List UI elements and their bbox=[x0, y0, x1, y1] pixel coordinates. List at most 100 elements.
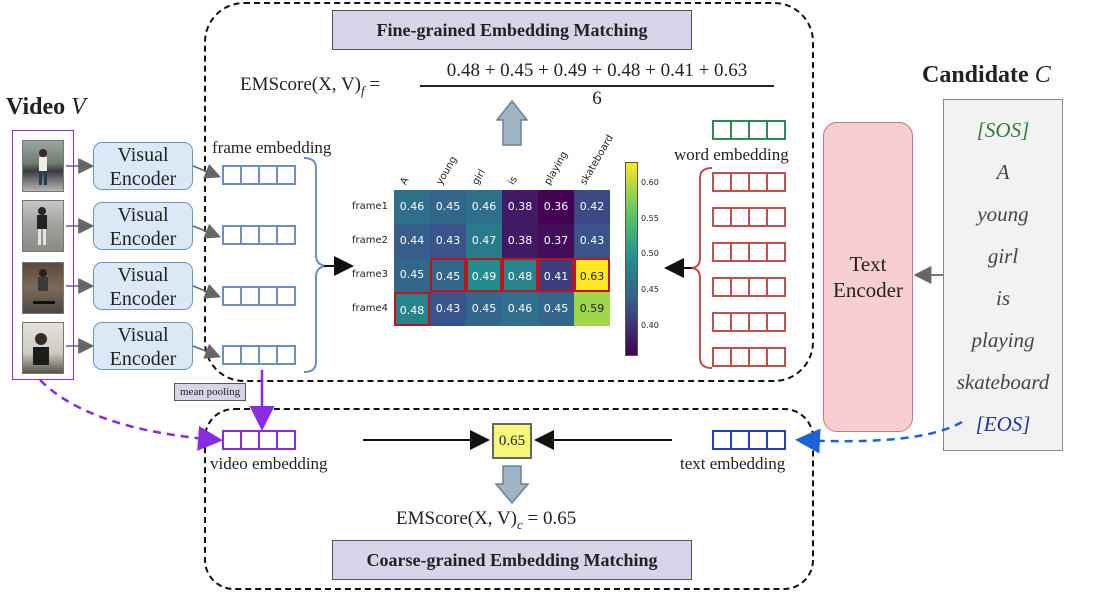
word-embedding-top bbox=[712, 120, 786, 140]
colorbar-tick-2: 0.55 bbox=[641, 213, 659, 223]
heatmap-col-label-4: is bbox=[506, 174, 520, 187]
fine-grained-title: Fine-grained Embedding Matching bbox=[332, 10, 692, 50]
heatmap-cell-r4-c2: 0.43 bbox=[430, 292, 466, 326]
fine-grained-region bbox=[204, 2, 814, 382]
heatmap-cell-r1-c4: 0.38 bbox=[502, 190, 538, 224]
visual-encoder-2-line1: Visual bbox=[117, 204, 169, 226]
word-embedding-label: word embedding bbox=[674, 145, 789, 164]
video-embedding bbox=[222, 430, 296, 450]
coarse-formula-rhs: = 0.65 bbox=[522, 508, 577, 529]
heatmap-row-label-4: frame4 bbox=[351, 303, 388, 314]
video-frame-3-image bbox=[22, 262, 64, 314]
frame-embedding-2 bbox=[222, 225, 296, 245]
heatmap-col-label-5: playing bbox=[542, 149, 571, 187]
heatmap-cell-r1-c5: 0.36 bbox=[538, 190, 574, 224]
heatmap-col-label-2: young bbox=[434, 154, 460, 187]
word-embedding-2 bbox=[712, 207, 786, 227]
candidate-token-girl: girl bbox=[987, 244, 1019, 268]
heatmap-cell-r3-c6: 0.63 bbox=[574, 258, 610, 292]
heatmap-cell-r4-c6: 0.59 bbox=[574, 292, 610, 326]
heatmap-row-label-1: frame1 bbox=[351, 201, 388, 212]
video-var: V bbox=[71, 94, 86, 120]
heatmap-row-label-2: frame2 bbox=[351, 235, 388, 246]
heatmap-cell-r1-c1: 0.46 bbox=[394, 190, 430, 224]
candidate-token-playing: playing bbox=[971, 328, 1035, 352]
heatmap-cell-r2-c3: 0.47 bbox=[466, 224, 502, 258]
text-embedding bbox=[712, 430, 786, 450]
heatmap-cell-r4-c1: 0.48 bbox=[394, 292, 430, 326]
heatmap-cell-r1-c2: 0.45 bbox=[430, 190, 466, 224]
text-embedding-label: text embedding bbox=[680, 454, 786, 473]
candidate-title: Candidate C bbox=[922, 62, 1051, 89]
heatmap-cell-r1-c3: 0.46 bbox=[466, 190, 502, 224]
coarse-formula-lhs: EMScore(X, V) bbox=[396, 508, 518, 529]
frame-embedding-3 bbox=[222, 286, 296, 306]
fine-formula-denominator: 6 bbox=[592, 88, 602, 109]
coarse-emscore-formula: EMScore(X, V)c = 0.65 bbox=[396, 508, 576, 533]
video-frame-1-image bbox=[22, 140, 64, 192]
fine-emscore-formula: EMScore(X, V)f = 0.48 + 0.45 + 0.49 + 0.… bbox=[240, 60, 790, 110]
heatmap-cell-r1-c6: 0.42 bbox=[574, 190, 610, 224]
colorbar-tick-3: 0.50 bbox=[641, 249, 659, 259]
video-embedding-label: video embedding bbox=[210, 454, 328, 473]
heatmap-col-label-3: girl bbox=[470, 167, 489, 187]
text-encoder-line1: Text bbox=[849, 252, 887, 276]
colorbar-tick-4: 0.45 bbox=[641, 285, 659, 294]
heatmap-cell-r3-c5: 0.41 bbox=[538, 258, 574, 292]
visual-encoder-3-line1: Visual bbox=[117, 264, 169, 286]
heatmap-cell-r4-c5: 0.45 bbox=[538, 292, 574, 326]
heatmap-cell-r2-c5: 0.37 bbox=[538, 224, 574, 258]
heatmap-cell-r3-c4: 0.48 bbox=[502, 258, 538, 292]
fine-formula-eq: = bbox=[364, 74, 381, 95]
heatmap-colorbar bbox=[625, 162, 638, 356]
heatmap-cell-r2-c4: 0.38 bbox=[502, 224, 538, 258]
heatmap-cell-r4-c3: 0.45 bbox=[466, 292, 502, 326]
visual-encoder-3-line2: Encoder bbox=[109, 288, 177, 310]
coarse-grained-region bbox=[204, 408, 814, 590]
visual-encoder-2-line2: Encoder bbox=[109, 228, 177, 250]
video-title: Video V bbox=[6, 94, 86, 121]
video-frame-4-image bbox=[22, 322, 64, 374]
word-embedding-6 bbox=[712, 347, 786, 367]
candidate-token-eos: [EOS] bbox=[975, 412, 1031, 436]
heatmap-cell-r3-c2: 0.45 bbox=[430, 258, 466, 292]
coarse-score-box: 0.65 bbox=[492, 423, 532, 459]
word-embedding-4 bbox=[712, 277, 786, 297]
heatmap-col-label-1: A bbox=[398, 175, 412, 187]
candidate-token-is: is bbox=[995, 286, 1010, 310]
candidate-caption-box bbox=[943, 99, 1063, 451]
visual-encoder-4-line1: Visual bbox=[117, 324, 169, 346]
visual-encoder-1-line2: Encoder bbox=[109, 168, 177, 190]
heatmap-cell-r4-c4: 0.46 bbox=[502, 292, 538, 326]
visual-encoder-1-line1: Visual bbox=[117, 144, 169, 166]
candidate-token-young: young bbox=[977, 202, 1029, 226]
word-embedding-3 bbox=[712, 242, 786, 262]
word-embedding-1 bbox=[712, 172, 786, 192]
frame-embedding-label: frame embedding bbox=[212, 138, 332, 157]
visual-encoder-4-line2: Encoder bbox=[109, 348, 177, 370]
heatmap-cell-r2-c6: 0.43 bbox=[574, 224, 610, 258]
frame-embedding-4 bbox=[222, 345, 296, 365]
fine-formula-fraction-bar bbox=[420, 85, 774, 87]
heatmap-row-label-3: frame3 bbox=[351, 269, 388, 280]
video-title-text: Video bbox=[6, 94, 66, 120]
fine-formula-sub: f bbox=[361, 82, 365, 98]
frame-embedding-1 bbox=[222, 165, 296, 185]
text-encoder: Text Encoder bbox=[823, 122, 913, 432]
heatmap-cell-r3-c3: 0.49 bbox=[466, 258, 502, 292]
colorbar-tick-5: 0.40 bbox=[641, 320, 659, 330]
colorbar-tick-1: 0.60 bbox=[641, 178, 659, 188]
mean-pooling-badge: mean pooling bbox=[174, 383, 247, 401]
heatmap-cell-r2-c2: 0.43 bbox=[430, 224, 466, 258]
text-encoder-line2: Encoder bbox=[833, 278, 903, 302]
candidate-title-text: Candidate bbox=[922, 62, 1029, 88]
word-embedding-5 bbox=[712, 312, 786, 332]
coarse-grained-title: Coarse-grained Embedding Matching bbox=[332, 540, 692, 580]
heatmap-cell-r3-c1: 0.45 bbox=[394, 258, 430, 292]
heatmap-cell-r2-c1: 0.44 bbox=[394, 224, 430, 258]
